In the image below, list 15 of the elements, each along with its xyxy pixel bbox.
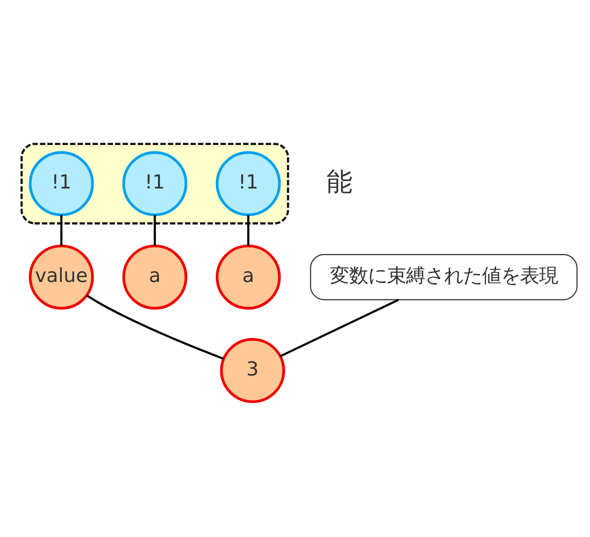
node-circle: !1 <box>122 151 188 216</box>
connector <box>60 215 62 246</box>
node-circle: a <box>122 244 188 310</box>
node-circle: !1 <box>28 151 94 216</box>
node-circle: value <box>28 244 94 310</box>
node-circle: 3 <box>220 338 286 404</box>
node-circle: a <box>216 244 281 310</box>
connector <box>154 215 156 246</box>
connector <box>280 298 399 358</box>
connector <box>86 294 224 360</box>
connector <box>247 215 250 246</box>
node-box: 変数に束縛された値を表現 <box>310 254 578 300</box>
node-circle: !1 <box>216 151 281 216</box>
cluster <box>20 142 290 224</box>
label: 能 <box>326 167 353 198</box>
